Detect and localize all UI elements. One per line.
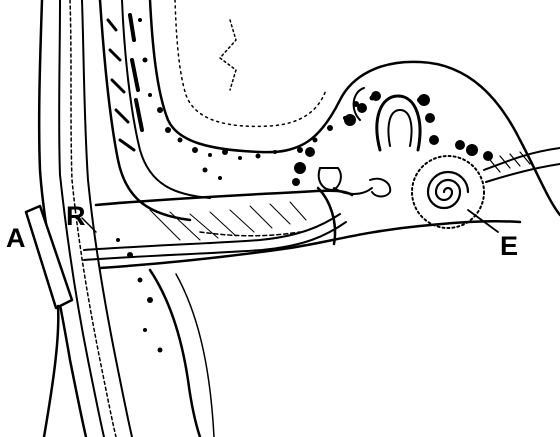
muscle-layer [100,0,210,220]
jaw-outline [150,270,214,437]
label-e: E [500,233,518,260]
auditory-nerve [484,148,560,182]
semicircular-canals [354,88,420,150]
label-r: R [66,203,86,230]
label-a: A [6,225,26,252]
cochlea [412,156,484,228]
receiver-unit [26,206,72,437]
ossicles [319,168,390,197]
temporal-bone [150,0,560,215]
earpiece-tube [84,214,346,260]
mastoid-cells [292,91,493,186]
